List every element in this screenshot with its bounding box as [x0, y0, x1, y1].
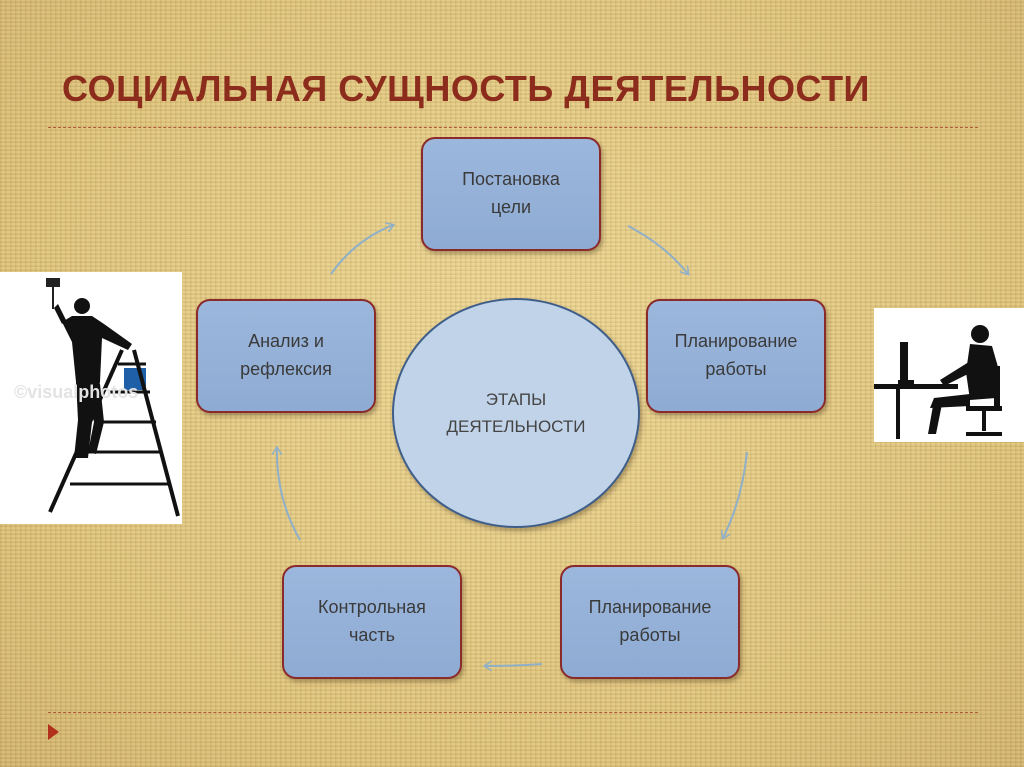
arrow-bottom-left-to-left	[277, 448, 301, 541]
center-circle-stages: ЭТАПЫ ДЕЯТЕЛЬНОСТИ	[392, 298, 640, 528]
watermark-logo: ©visualphotos	[14, 382, 139, 402]
bottom-divider	[48, 712, 978, 713]
stage-goal-setting: Постановка цели	[421, 137, 601, 251]
slide-marker-icon	[48, 724, 59, 740]
stage-work-planning-2: Планирование работы	[560, 565, 740, 679]
arrow-left-to-top	[330, 225, 393, 275]
stage-control: Контрольная часть	[282, 565, 462, 679]
stage-analysis-reflection: Анализ и рефлексия	[196, 299, 376, 413]
stage-work-planning: Планирование работы	[646, 299, 826, 413]
arrow-top-to-right	[627, 225, 688, 274]
arrow-right-to-bottom-right	[723, 451, 748, 538]
person-at-computer-image	[874, 308, 1024, 442]
slide-title: СОЦИАЛЬНАЯ СУЩНОСТЬ ДЕЯТЕЛЬНОСТИ	[62, 68, 870, 109]
painter-on-ladder-image: ©visualphotos	[0, 272, 182, 524]
top-divider	[48, 127, 978, 128]
arrow-bottom-right-to-bottom-left	[485, 664, 543, 666]
